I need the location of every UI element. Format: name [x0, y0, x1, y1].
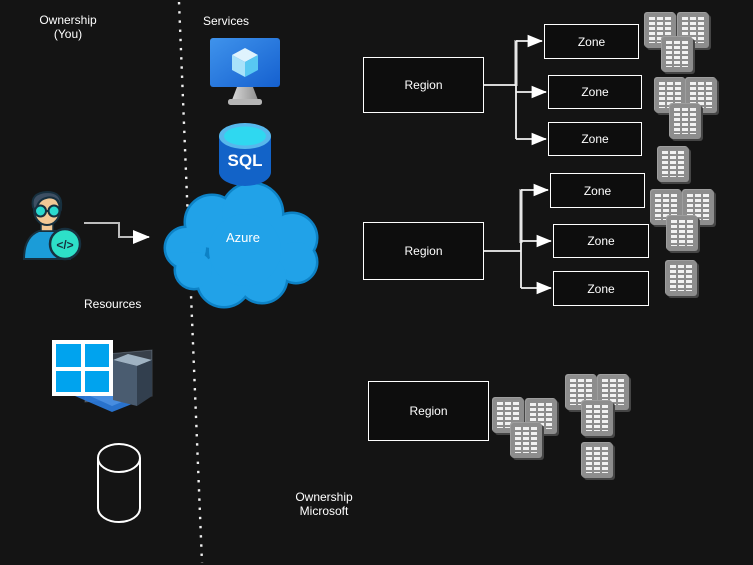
- server-rack-icon: [582, 401, 613, 436]
- ownership-microsoft-line2: Microsoft: [299, 504, 349, 518]
- ownership-microsoft-label: Ownership Microsoft: [284, 490, 364, 518]
- server-rack-icon: [598, 375, 629, 410]
- ownership-microsoft-line1: Ownership: [295, 490, 353, 504]
- ownership-you-line1: Ownership: [39, 13, 97, 27]
- developer-to-cloud-arrow: [84, 222, 150, 244]
- region-2-zone-2-box: Zone: [553, 224, 649, 258]
- azure-cloud-label: Azure: [226, 230, 260, 245]
- region-1-zone-2-box: Zone: [548, 75, 642, 109]
- services-label: Services: [203, 14, 250, 28]
- zone-label: Zone: [587, 234, 615, 248]
- server-machine-3d-icon: [52, 340, 153, 412]
- region1-zone-connectors: [484, 34, 547, 146]
- zone-label: Zone: [587, 281, 615, 296]
- region2-zone-connectors: [484, 183, 552, 295]
- server-rack-icon: [666, 261, 697, 296]
- region-3-label: Region: [409, 404, 448, 418]
- region-1-label: Region: [404, 78, 443, 92]
- server-rack-icon: [667, 216, 698, 251]
- region-2-zone-1-box: Zone: [550, 173, 645, 208]
- zone-label: Zone: [581, 132, 609, 146]
- ownership-divider-dotted-line: [177, 1, 204, 564]
- zone-label: Zone: [577, 34, 606, 49]
- server-rack-icon: [662, 37, 693, 72]
- code-badge-text: </>: [56, 238, 73, 252]
- azure-cloud-icon: Azure: [163, 182, 319, 309]
- region-2-zone-3-box: Zone: [553, 271, 649, 306]
- sql-label: SQL: [228, 151, 263, 170]
- ownership-you-label: Ownership (You): [20, 13, 116, 41]
- ownership-you-line2: (You): [53, 27, 83, 41]
- resources-label: Resources: [84, 297, 142, 311]
- region-1-zone-1-box: Zone: [544, 24, 639, 59]
- region-1-box: Region: [363, 57, 484, 113]
- developer-avatar-icon: </>: [22, 190, 82, 261]
- region-3-box: Region: [368, 381, 489, 441]
- zone-label: Zone: [581, 85, 609, 99]
- region-2-box: Region: [363, 222, 484, 280]
- windows-logo-icon: [52, 340, 113, 396]
- database-cylinder-icon: [97, 443, 141, 523]
- region-2-label: Region: [404, 244, 443, 258]
- server-rack-icon: [670, 104, 701, 139]
- zone-label: Zone: [583, 183, 612, 198]
- server-rack-icon: [582, 443, 613, 478]
- azure-vm-monitor-icon: [210, 38, 280, 105]
- server-rack-icon: [686, 78, 717, 113]
- server-rack-icon: [651, 190, 682, 225]
- region-1-zone-3-box: Zone: [548, 122, 642, 156]
- server-rack-icon: [658, 147, 689, 182]
- azure-sql-database-icon: SQL: [219, 123, 271, 186]
- server-rack-icon: [511, 423, 542, 458]
- code-badge-icon: </>: [48, 227, 82, 261]
